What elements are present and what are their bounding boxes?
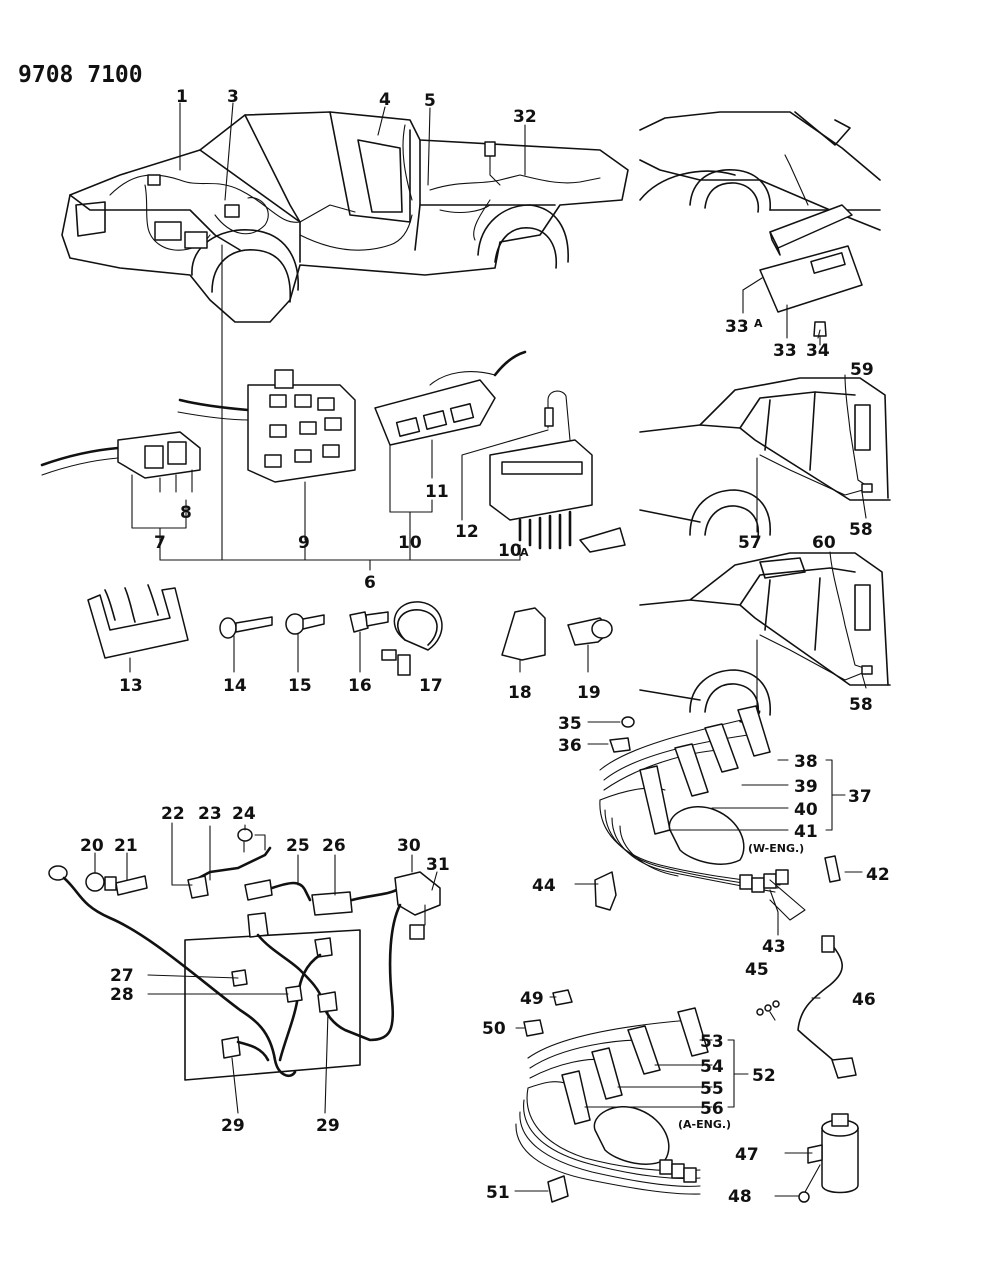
harness-holder-13: [87, 584, 189, 659]
callout-42: 42: [866, 865, 890, 885]
callout-9: 9: [298, 533, 310, 553]
spark-plug-wires-a-engine: [515, 989, 709, 1203]
callout-3: 3: [227, 87, 239, 107]
callout-29-left: 29: [221, 1116, 245, 1136]
callout-22: 22: [161, 804, 185, 824]
relay-assembly: [40, 431, 201, 493]
callout-50: 50: [482, 1019, 506, 1039]
callout-27: 27: [110, 966, 134, 986]
leader-lines-module: [742, 277, 821, 339]
cable-tie-17: [381, 601, 443, 676]
callout-54: 54: [700, 1057, 724, 1077]
leader-10: [389, 499, 433, 513]
callout-15: 15: [288, 676, 312, 696]
callout-16: 16: [348, 676, 372, 696]
callout-26: 26: [322, 836, 346, 856]
callout-58-lower: 58: [849, 695, 873, 715]
callout-32: 32: [513, 107, 537, 127]
callout-56: 56: [700, 1099, 724, 1119]
callout-49: 49: [520, 989, 544, 1009]
callout-37: 37: [848, 787, 872, 807]
callout-10: 10: [398, 533, 422, 553]
callout-8: 8: [180, 503, 192, 523]
callout-33: 33: [773, 341, 797, 361]
callout-48: 48: [728, 1187, 752, 1207]
callout-6: 6: [364, 573, 376, 593]
callout-45: 45: [745, 960, 769, 980]
callout-47: 47: [735, 1145, 759, 1165]
callout-12: 12: [455, 522, 479, 542]
callout-36: 36: [558, 736, 582, 756]
leader-7: [131, 474, 187, 529]
callout-38: 38: [794, 752, 818, 772]
battery-cable-assembly: [48, 828, 441, 1081]
callout-18: 18: [508, 683, 532, 703]
document-number: 9708 7100: [18, 62, 143, 88]
note-w-engine: (W-ENG.): [748, 842, 804, 855]
control-unit-connector: [374, 350, 527, 513]
wagon-upper-illustration: [639, 374, 891, 538]
screw-14: [219, 616, 273, 673]
callout-55: 55: [700, 1079, 724, 1099]
callout-10a-suffix: A: [520, 546, 529, 559]
bolt-16: [349, 611, 389, 673]
callout-35: 35: [558, 714, 582, 734]
callout-43: 43: [762, 937, 786, 957]
leader-lines-truck: [179, 102, 526, 561]
callout-51: 51: [486, 1183, 510, 1203]
ignition-coil: [774, 1113, 859, 1203]
callout-41: 41: [794, 822, 818, 842]
callout-52: 52: [752, 1066, 776, 1086]
callout-13: 13: [119, 676, 143, 696]
callout-30: 30: [397, 836, 421, 856]
callout-57-upper: 57: [738, 533, 762, 553]
leader-58a: [861, 491, 867, 519]
callout-58-upper: 58: [849, 520, 873, 540]
spark-plug-wires-w-engine: [587, 705, 857, 1079]
junction-block: [177, 369, 356, 541]
callout-28: 28: [110, 985, 134, 1005]
callout-39: 39: [794, 777, 818, 797]
callout-17: 17: [419, 676, 443, 696]
note-a-engine: (A-ENG.): [678, 1118, 731, 1131]
leader-58b: [861, 673, 867, 689]
leader-12: [461, 429, 549, 521]
leader-lines-battery: [94, 822, 438, 1114]
callout-11: 11: [425, 482, 449, 502]
callout-40: 40: [794, 800, 818, 820]
leader-lines-w-engine: [574, 759, 863, 1021]
callout-14: 14: [223, 676, 247, 696]
callout-23: 23: [198, 804, 222, 824]
callout-59: 59: [850, 360, 874, 380]
fuse-block: [489, 390, 626, 553]
callout-24: 24: [232, 804, 256, 824]
callout-20: 20: [80, 836, 104, 856]
callout-44: 44: [532, 876, 556, 896]
callout-25: 25: [286, 836, 310, 856]
callout-33a-suffix: A: [754, 317, 763, 330]
callout-46: 46: [852, 990, 876, 1010]
callout-7: 7: [154, 533, 166, 553]
callout-53: 53: [700, 1032, 724, 1052]
callout-60: 60: [812, 533, 836, 553]
clip-19: [567, 617, 613, 673]
callout-31: 31: [426, 855, 450, 875]
callout-1: 1: [176, 87, 188, 107]
callout-21: 21: [114, 836, 138, 856]
bracket-18: [501, 607, 546, 673]
car-rear-illustration: [639, 111, 881, 346]
callout-29-right: 29: [316, 1116, 340, 1136]
wagon-lower-illustration: [639, 551, 891, 716]
screw-15: [285, 613, 325, 673]
callout-10a: 10: [498, 541, 522, 561]
pickup-truck-illustration: [61, 111, 629, 323]
callout-19: 19: [577, 683, 601, 703]
leader-lines-a-engine: [514, 1039, 749, 1192]
callout-33a: 33: [725, 317, 749, 337]
callout-4: 4: [379, 90, 391, 110]
callout-34: 34: [806, 341, 830, 361]
callout-5: 5: [424, 91, 436, 111]
